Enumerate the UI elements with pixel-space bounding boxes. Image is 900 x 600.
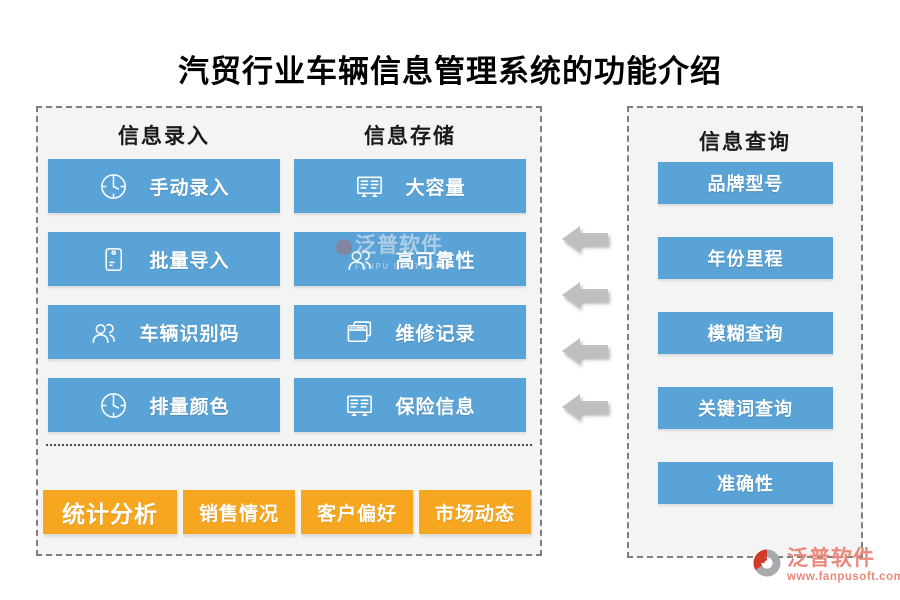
arrow-left-icon [562, 282, 608, 308]
storage-button-column: 大容量 高可靠性 维修记录 保险信息 [294, 159, 526, 432]
clock-icon [98, 390, 129, 421]
btn-batch-import: 批量导入 [48, 232, 280, 286]
arrow-left-icon [562, 338, 608, 364]
btn-high-reliability: 高可靠性 [294, 232, 526, 286]
windows-icon [344, 317, 375, 348]
btn-stat-analysis: 统计分析 [43, 490, 177, 534]
pouch-icon [98, 244, 129, 275]
btn-label: 大容量 [405, 177, 466, 199]
query-button-column: 品牌型号 年份里程 模糊查询 关键词查询 准确性 [658, 162, 833, 504]
btn-label: 批量导入 [149, 250, 230, 272]
btn-accuracy: 准确性 [658, 462, 833, 504]
btn-vehicle-id-code: 车辆识别码 [48, 305, 280, 359]
btn-label: 高可靠性 [395, 250, 476, 272]
btn-label: 维修记录 [395, 323, 476, 345]
panel-icon [354, 171, 385, 202]
btn-brand-model: 品牌型号 [658, 162, 833, 204]
page-title: 汽贸行业车辆信息管理系统的功能介绍 [178, 54, 722, 89]
btn-label: 排量颜色 [149, 396, 230, 418]
btn-label: 手动录入 [149, 177, 230, 199]
panel-header-query: 信息查询 [699, 131, 791, 154]
arrow-left-icon [562, 394, 608, 420]
column-header-entry: 信息录入 [118, 125, 210, 148]
btn-keyword-query: 关键词查询 [658, 387, 833, 429]
btn-label: 保险信息 [395, 396, 476, 418]
query-panel: 信息查询 品牌型号 年份里程 模糊查询 关键词查询 准确性 [627, 106, 863, 558]
btn-maintenance-records: 维修记录 [294, 305, 526, 359]
clock-icon [98, 171, 129, 202]
arrow-left-icon [562, 226, 608, 252]
fanpu-logo: 泛普软件 www.fanpusoft.com [752, 548, 900, 583]
fanpu-logo-icon [753, 549, 781, 577]
users-icon [344, 244, 375, 275]
btn-label: 车辆识别码 [139, 323, 240, 345]
dotted-divider [46, 444, 532, 446]
btn-sales-situation: 销售情况 [183, 490, 295, 534]
analysis-button-row: 统计分析 销售情况 客户偏好 市场动态 [43, 490, 531, 534]
btn-large-capacity: 大容量 [294, 159, 526, 213]
entry-storage-panel: 信息录入 信息存储 手动录入 批量导入 车辆识别码 排量颜色 [36, 106, 542, 556]
btn-insurance-info: 保险信息 [294, 378, 526, 432]
users-icon [88, 317, 119, 348]
entry-button-column: 手动录入 批量导入 车辆识别码 排量颜色 [48, 159, 280, 432]
column-header-storage: 信息存储 [364, 125, 456, 148]
btn-manual-entry: 手动录入 [48, 159, 280, 213]
btn-displacement-color: 排量颜色 [48, 378, 280, 432]
logo-url: www.fanpusoft.com [787, 571, 900, 583]
panel-icon [344, 390, 375, 421]
btn-market-trends: 市场动态 [419, 490, 531, 534]
btn-fuzzy-query: 模糊查询 [658, 312, 833, 354]
btn-customer-preference: 客户偏好 [301, 490, 413, 534]
btn-year-mileage: 年份里程 [658, 237, 833, 279]
logo-name: 泛普软件 [787, 547, 875, 570]
